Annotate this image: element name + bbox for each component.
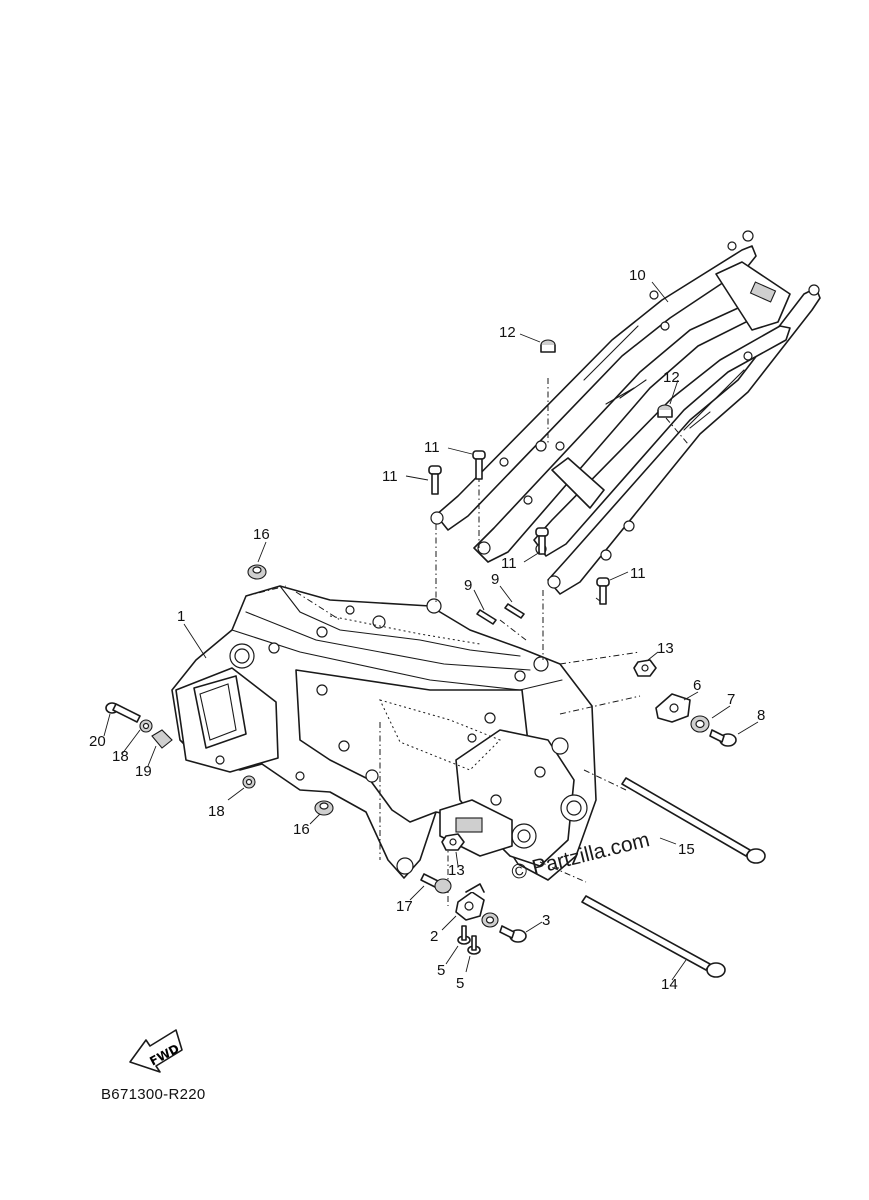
main-frame	[171, 585, 597, 881]
fasteners	[105, 339, 766, 978]
screw-5b	[467, 935, 481, 955]
bolt-11c	[535, 527, 549, 555]
callout-leaders	[103, 281, 759, 981]
callout-5-right: 5	[456, 975, 465, 992]
callout-3: 3	[542, 912, 551, 929]
callout-11-center: 11	[501, 555, 517, 572]
bolt-11a	[428, 465, 442, 495]
collar-19	[151, 729, 173, 749]
callout-17: 17	[396, 898, 413, 915]
bolt-3	[499, 925, 527, 943]
callout-18-upper: 18	[112, 748, 129, 765]
callout-18-lower: 18	[208, 803, 225, 820]
fwd-arrow-icon: FWD	[129, 1029, 183, 1073]
bolt-9b	[504, 603, 525, 619]
washer-18b	[242, 775, 256, 789]
screw-5a	[457, 925, 471, 945]
callout-2: 2	[430, 928, 439, 945]
rear-subframe	[430, 230, 821, 595]
callout-9-left: 9	[464, 577, 473, 594]
long-bolt-14	[581, 895, 726, 978]
callout-6: 6	[693, 677, 702, 694]
callout-10: 10	[629, 267, 646, 284]
callout-5-left: 5	[437, 962, 446, 979]
callout-12-right: 12	[663, 369, 680, 386]
callout-11-left: 11	[382, 468, 398, 485]
bolt-9a	[476, 609, 497, 625]
bracket-2	[455, 883, 485, 921]
callout-16-top: 16	[253, 526, 270, 543]
callout-11-right: 11	[630, 565, 646, 582]
callout-13-right: 13	[657, 640, 674, 657]
callout-15: 15	[678, 841, 695, 858]
washer-18a	[139, 719, 153, 733]
callout-7: 7	[727, 691, 736, 708]
collar-16a	[247, 564, 267, 580]
bolt-11d	[596, 577, 610, 605]
callout-14: 14	[661, 976, 678, 993]
collar-3a	[481, 912, 499, 928]
callout-19: 19	[135, 763, 152, 780]
long-bolt-15	[621, 777, 766, 864]
diagram-code: B671300-R220	[101, 1086, 206, 1103]
callout-12-left: 12	[499, 324, 516, 341]
bolt-17	[420, 873, 452, 894]
callout-13-lower: 13	[448, 862, 465, 879]
bolt-11b	[472, 450, 486, 480]
bolt-8	[709, 729, 737, 747]
callout-9-right: 9	[491, 571, 500, 588]
callout-1: 1	[177, 608, 186, 625]
collar-16b	[314, 800, 334, 816]
bolt-20	[105, 702, 141, 723]
callout-20: 20	[89, 733, 106, 750]
callout-11-top: 11	[424, 439, 440, 456]
nut-12b	[657, 404, 673, 418]
nut-13b	[441, 833, 465, 851]
callout-16-bottom: 16	[293, 821, 310, 838]
nut-13a	[633, 659, 657, 677]
collar-7	[690, 715, 710, 733]
callout-8: 8	[757, 707, 766, 724]
nut-6	[655, 693, 691, 723]
nut-12a	[540, 339, 556, 353]
